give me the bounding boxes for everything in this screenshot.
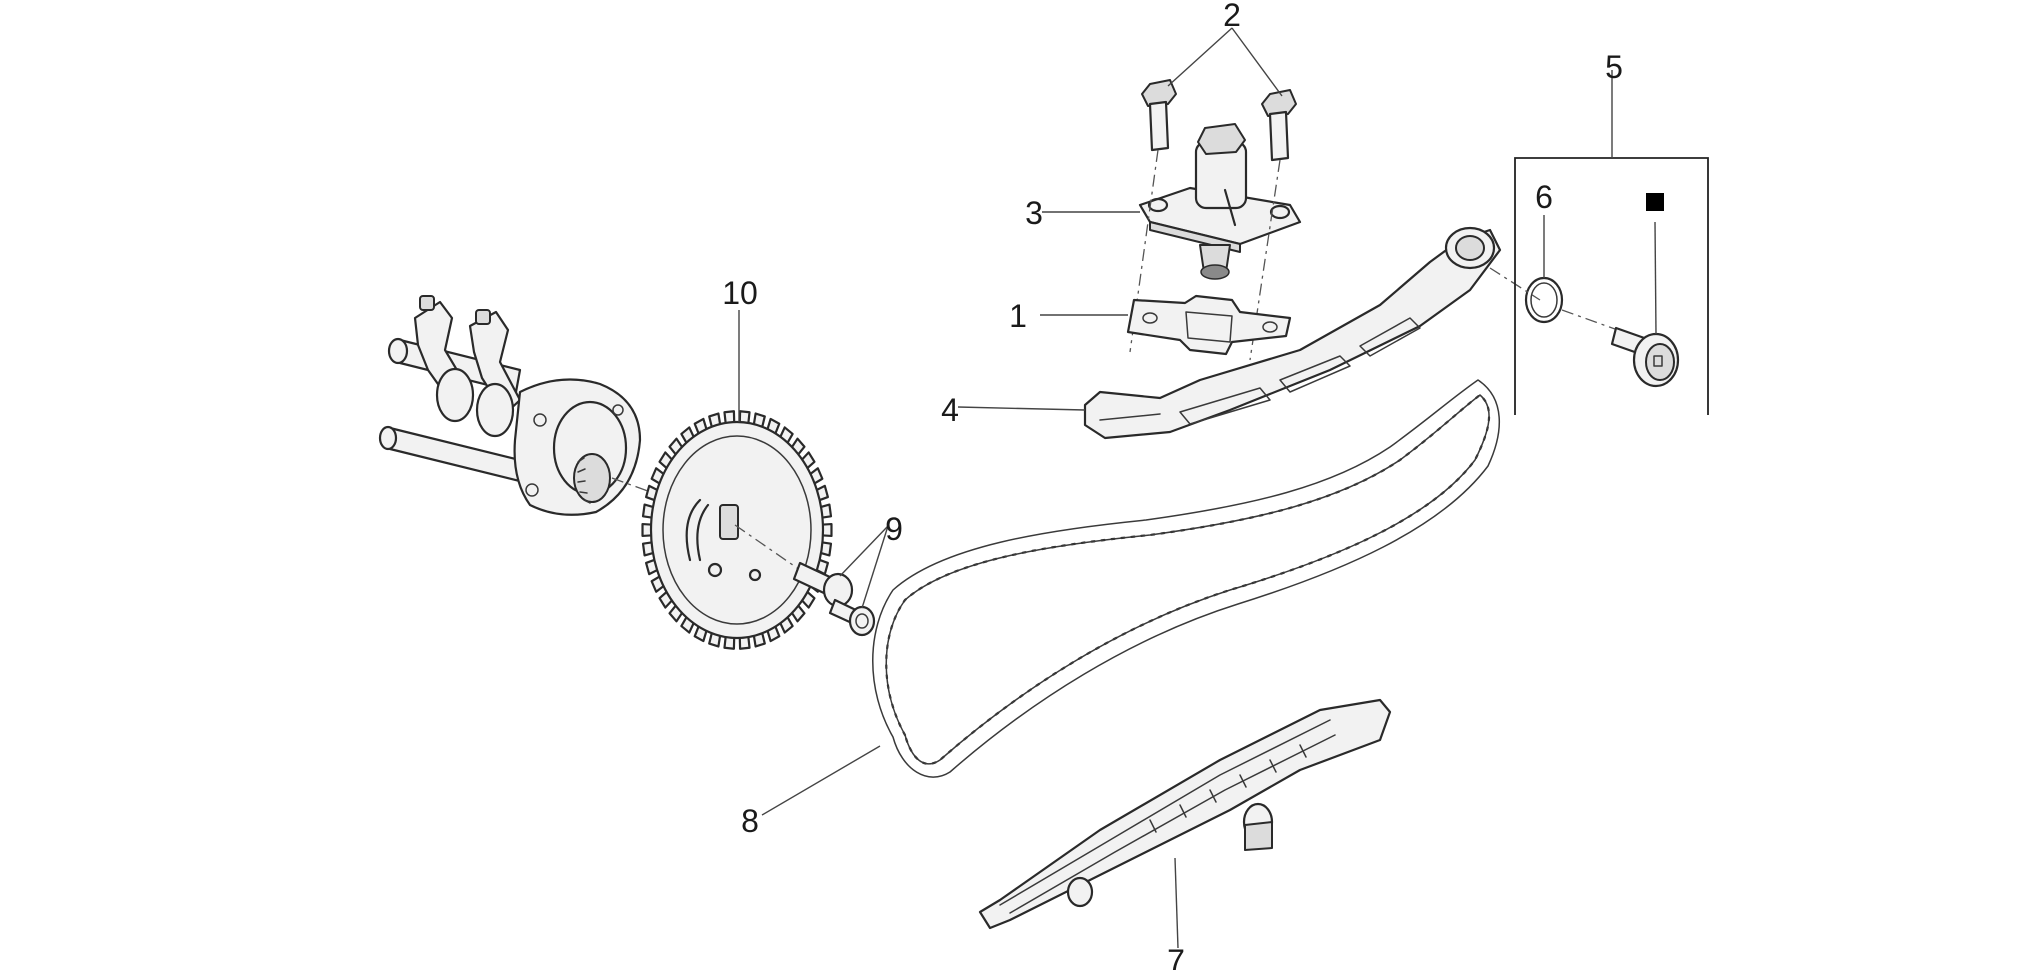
callout-labels: 1 2 3 4 5 6 7 8 9 10 [722, 0, 1623, 970]
black-square-icon [1646, 193, 1664, 211]
camshaft-sprocket [641, 410, 833, 650]
callout-7: 7 [1167, 943, 1185, 970]
timing-chain [872, 379, 1501, 778]
callout-5: 5 [1605, 49, 1623, 85]
camshaft-assembly [378, 295, 642, 516]
o-ring [1524, 276, 1564, 324]
callout-8: 8 [741, 803, 759, 839]
plug-bolt [1489, 267, 1680, 388]
callout-1: 1 [1009, 298, 1027, 334]
chain-guide-rail [978, 698, 1392, 930]
tensioner-bolts [1141, 79, 1297, 162]
callout-6: 6 [1535, 179, 1553, 215]
tensioner-guide [1083, 226, 1502, 440]
callout-9: 9 [885, 511, 903, 547]
leader-lines [738, 27, 1545, 949]
callout-10: 10 [722, 275, 758, 311]
callout-3: 3 [1025, 195, 1043, 231]
callout-2: 2 [1223, 0, 1241, 33]
sprocket-bolts [734, 524, 876, 637]
callout-4: 4 [941, 392, 959, 428]
chain-tensioner [1138, 123, 1302, 280]
tensioner-gasket [1126, 294, 1292, 356]
